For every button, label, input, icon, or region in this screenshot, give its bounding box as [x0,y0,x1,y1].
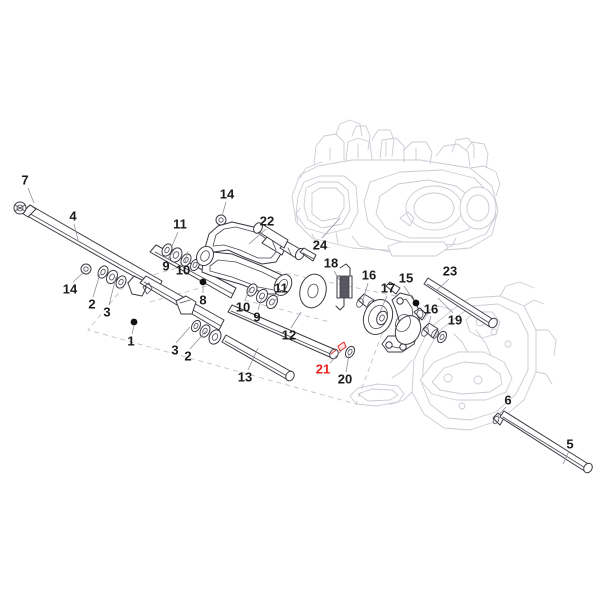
leader-line [562,450,570,465]
leader-line [221,201,227,217]
part-22-swing-arm [196,221,317,296]
callout-number-20[interactable]: 20 [337,371,353,387]
callout-number-24[interactable]: 24 [312,237,328,253]
part-14-small-nut-upper [215,214,227,226]
leader-line [92,273,101,298]
leader-line [329,349,343,364]
leader-line [167,249,175,260]
leader-line [72,271,85,283]
part-1-front-pivot-shaft [127,275,225,331]
leader-line [437,297,454,314]
part-5-lower-frame-bolt [499,410,593,474]
callout-number-2[interactable]: 2 [88,296,96,312]
leader-line [290,311,302,329]
leader-line [321,217,341,239]
reference-dot-marker [412,299,420,307]
leader-line [244,287,251,301]
callout-number-6[interactable]: 6 [504,392,512,408]
callout-number-12[interactable]: 12 [281,327,297,343]
callout-number-1[interactable]: 1 [127,333,135,349]
engine-block-ghost [291,119,501,257]
reference-dot-marker [130,318,138,326]
leader-line [175,326,191,344]
callout-number-21[interactable]: 21 [315,361,331,377]
leader-line [131,325,135,335]
leader-line [436,278,450,291]
part-23-long-engine-bolt [423,277,498,329]
leader-line [171,231,179,247]
callout-number-10[interactable]: 10 [175,262,191,278]
part-17-engine-support-bracket [362,292,427,353]
callout-number-9[interactable]: 9 [253,309,261,325]
callout-number-23[interactable]: 23 [442,263,458,279]
callout-number-11[interactable]: 11 [173,216,187,232]
part-14-small-nut-left [80,263,92,275]
part-21-highlighted-screw [330,341,347,355]
frame-ghost [349,281,557,431]
leader-lines [27,187,570,465]
part-4-long-pivot-shaft [21,204,163,291]
leader-line [189,330,207,350]
leader-line [333,270,341,282]
callout-number-7[interactable]: 7 [21,172,29,188]
leader-line [184,250,189,264]
part-7-shaft-end-nut [13,201,27,215]
callout-number-17[interactable]: 17 [380,280,396,296]
part-16-spacer-lower [421,322,439,339]
callout-number-16[interactable]: 16 [423,301,439,317]
callout-number-8[interactable]: 8 [199,292,207,308]
callout-number-22[interactable]: 22 [259,213,275,229]
callout-number-5[interactable]: 5 [566,436,574,452]
parts-2-3-washers-right [190,319,222,345]
callout-number-3[interactable]: 3 [171,342,179,358]
leader-line [496,406,507,418]
leader-line [27,187,35,204]
callout-number-19[interactable]: 19 [447,312,463,328]
leader-line [345,354,350,373]
leader-line [248,228,267,245]
leader-line [361,282,369,304]
callout-number-18[interactable]: 18 [323,255,339,271]
leader-line [108,276,117,306]
callout-number-4[interactable]: 4 [69,208,77,224]
part-13-lower-tie-rod [221,334,295,382]
callout-number-16[interactable]: 16 [361,267,377,283]
leader-line [73,223,79,241]
leader-line [257,296,263,311]
callout-number-15[interactable]: 15 [398,270,414,286]
callout-number-14[interactable]: 14 [62,281,78,297]
part-18-tension-spring [335,263,353,311]
part-19-mount-nut [436,330,448,344]
parts-2-3-washers-left [97,265,127,289]
leader-line [379,295,388,313]
callout-number-14[interactable]: 14 [219,186,235,202]
callout-number-13[interactable]: 13 [237,369,253,385]
reference-dot-markers [130,278,420,326]
leader-line [426,315,432,331]
callout-number-9[interactable]: 9 [162,258,170,274]
leader-line [271,294,280,306]
part-24-thrust-washer [299,273,327,309]
part-15-engine-mount-pin [385,281,401,295]
part-20-retaining-clip [344,345,356,359]
leader-line [247,347,259,371]
callout-number-3[interactable]: 3 [103,304,111,320]
callout-number-2[interactable]: 2 [184,348,192,364]
leader-line [403,285,415,302]
callout-number-10[interactable]: 10 [235,299,251,315]
parts-9-10-11-rings-lower [246,283,279,310]
reference-dot-marker [199,278,207,286]
callout-number-11[interactable]: 11 [274,280,288,296]
